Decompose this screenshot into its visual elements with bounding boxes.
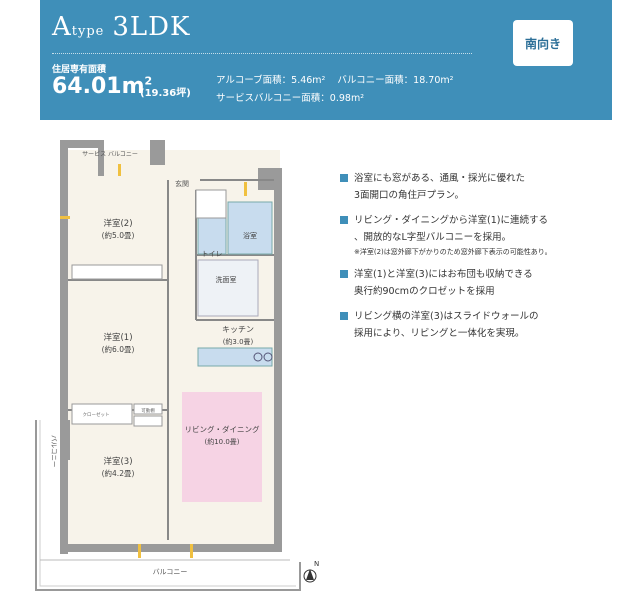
window-markers [60,164,247,558]
square-bullet-icon [340,270,348,278]
feature-line: 洋室(1)と洋室(3)にはお布団も収納できる [354,269,533,280]
floor-plan: サービス バルコニー 玄関 洋室(2) (約5.0畳) 浴室 トイレ 洗面室 洋… [35,140,319,591]
label-entrance: 玄関 [175,179,189,188]
compass-label: N [314,560,319,568]
label-room1: 洋室(1) [103,332,132,343]
label-closet: クローゼット [83,411,110,418]
feature-item: 浴室にも窓がある、通風・採光に優れた 3面開口の角住戸プラン。 [340,170,620,204]
compass-icon: N [303,560,319,583]
type-small: type [71,24,105,39]
walls [60,140,282,554]
label-balcony-bottom: バルコニー [153,568,188,576]
feature-line: 奥行約90cmのクロゼットを採用 [354,286,495,297]
label-service-balcony: サービス バルコニー [82,150,138,158]
toilet-fill [197,217,227,255]
washroom-fill [197,259,259,317]
area-sup: 2 [144,74,153,88]
feature-note: ※洋室(2)は窓外廊下がかりのため窓外廊下表示の可能性あり。 [354,248,552,256]
label-balcony-side: バルコニー [50,435,58,467]
service-balcony-area: サービスバルコニー面積：0.98m² [216,93,365,104]
stove-icon-2 [263,352,273,362]
label-room1-size: (約6.0畳) [102,344,135,354]
kitchen-counter [197,347,273,367]
label-room2: 洋室(2) [103,218,132,229]
label-living-size: (約10.0畳) [204,437,239,446]
plan-header: Atype 3LDK 住居専有面積 64.01m2 (19.36坪) アルコーブ面… [40,0,612,120]
feature-item: 洋室(1)と洋室(3)にはお布団も収納できる 奥行約90cmのクロゼットを採用 [340,266,620,300]
type-prefix: A [52,12,72,42]
balcony-area: バルコニー面積：18.70m² [337,75,454,86]
stove-icon [253,352,263,362]
square-bullet-icon [340,216,348,224]
type-title: Atype 3LDK [52,12,190,42]
type-layout: 3LDK [112,12,191,42]
feature-line: リビング横の洋室(3)はスライドウォールの [354,311,539,322]
feature-line: 3面開口の角住戸プラン。 [354,190,464,201]
direction-badge: 南向き [513,20,573,66]
label-room2-size: (約5.0畳) [102,230,135,240]
label-room3-size: (約4.2畳) [102,468,135,478]
label-shelf: 可動棚 [141,407,155,414]
label-toilet: トイレ [202,250,223,258]
label-kitchen: キッチン [222,325,254,334]
square-bullet-icon [340,174,348,182]
feature-item: リビング・ダイニングから洋室(1)に連続する 、開放的なL字型バルコニーを採用。… [340,212,620,258]
label-room3: 洋室(3) [103,456,132,467]
living-fill [182,392,262,502]
square-bullet-icon [340,312,348,320]
feature-line: 採用により、リビングと一体化を実現。 [354,328,525,339]
label-bath: 浴室 [243,231,257,240]
closets [71,189,227,427]
area-label: 住居専有面積 [52,65,107,75]
area-number: 64.01m [52,74,145,99]
alcove-area: アルコーブ面積：5.46m² [216,75,326,86]
label-living: リビング・ダイニング [185,424,260,434]
sub-areas: アルコーブ面積：5.46m² バルコニー面積：18.70m² サービスバルコニー面… [216,72,465,108]
label-washroom: 洗面室 [216,275,237,284]
bath-fill [227,201,273,255]
label-kitchen-size: (約3.0畳) [223,337,254,346]
header-divider [52,53,472,54]
feature-line: 浴室にも窓がある、通風・採光に優れた [354,173,526,184]
feature-line: リビング・ダイニングから洋室(1)に連続する [354,215,548,226]
feature-line: 、開放的なL字型バルコニーを採用。 [354,232,512,243]
feature-list: 浴室にも窓がある、通風・採光に優れた 3面開口の角住戸プラン。 リビング・ダイニ… [340,170,620,350]
feature-item: リビング横の洋室(3)はスライドウォールの 採用により、リビングと一体化を実現。 [340,308,620,342]
balcony-frame [35,420,301,591]
area-tsubo: (19.36坪) [140,88,191,99]
area-value: 64.01m2 [52,74,152,99]
